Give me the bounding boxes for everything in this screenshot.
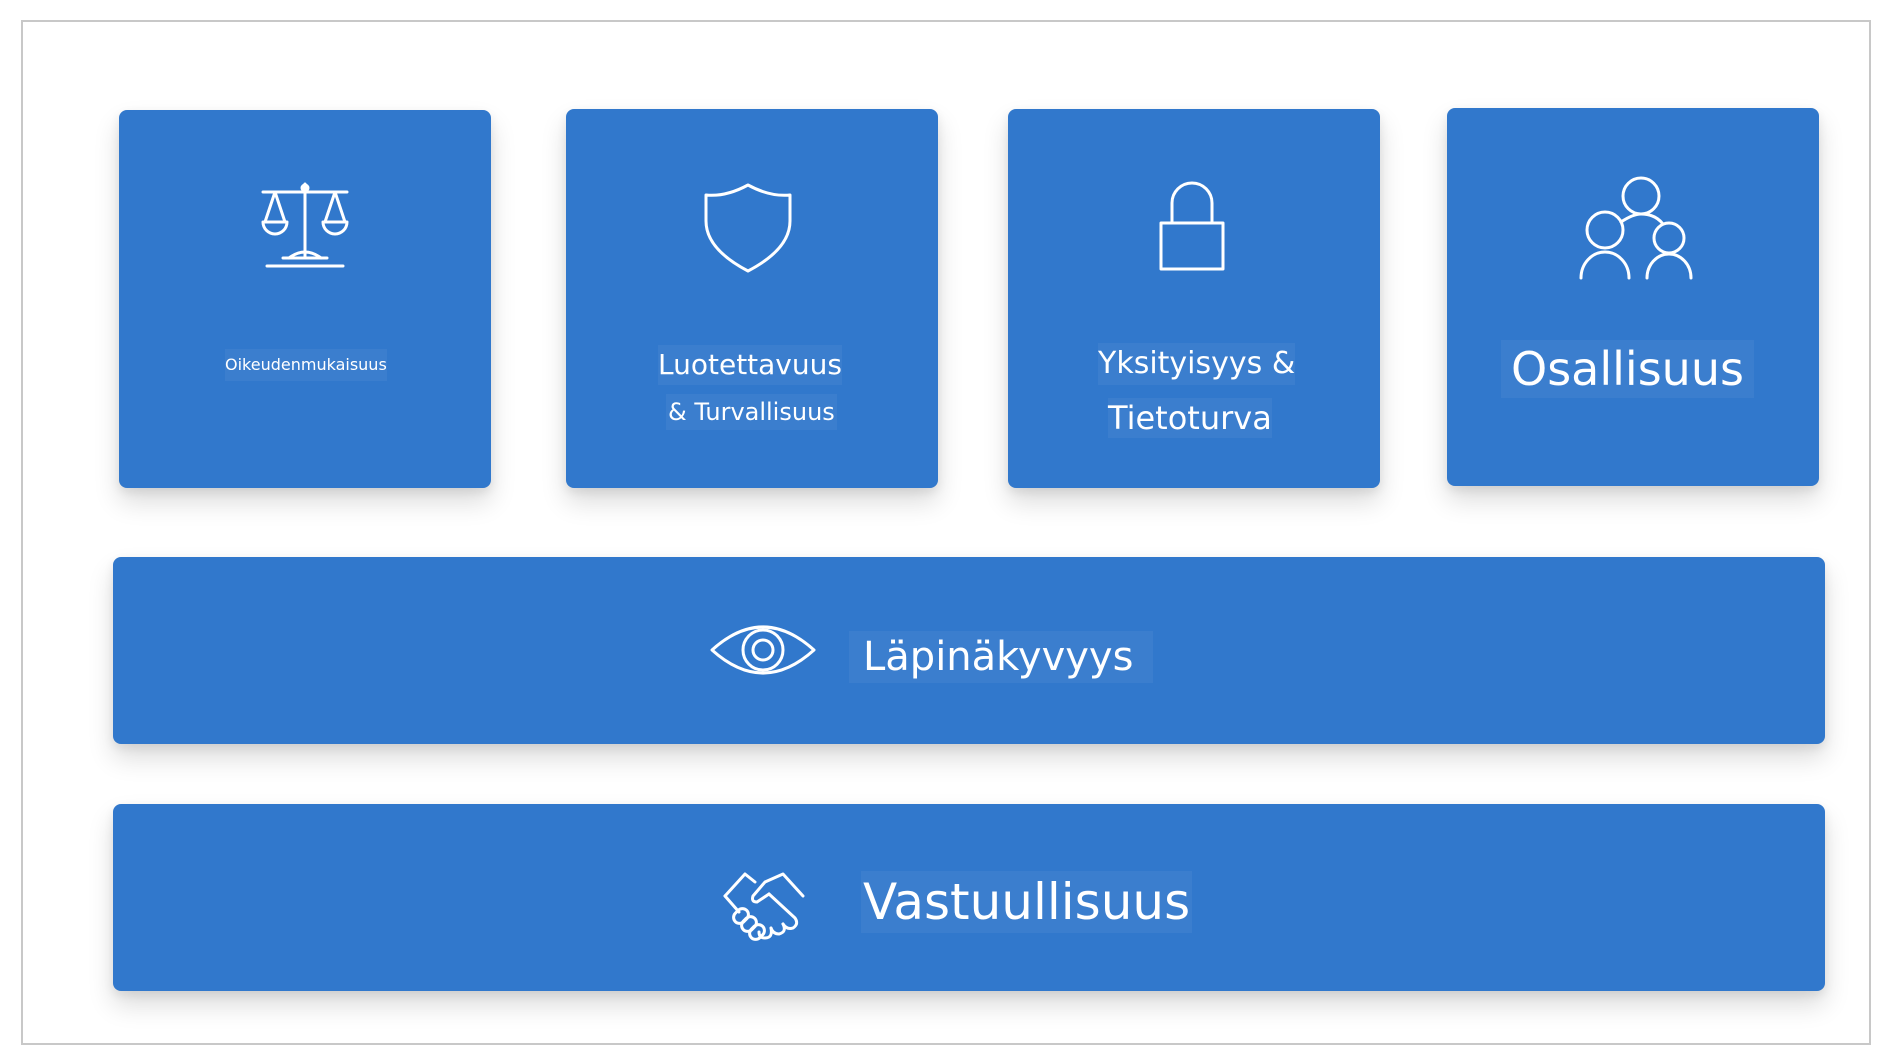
diagram-frame: Oikeudenmukaisuus Luotettavuus & Turvall… [21,20,1871,1045]
handshake-icon [721,866,807,946]
inclusiveness-label: Osallisuus [1501,340,1754,398]
tile-reliability-safety: Luotettavuus & Turvallisuus [566,109,938,488]
fairness-label: Oikeudenmukaisuus [225,349,387,381]
scales-of-justice-icon [259,180,351,272]
tile-fairness: Oikeudenmukaisuus [119,110,491,488]
privacy-label: Yksityisyys & [1098,343,1296,385]
reliability-label: Luotettavuus [658,345,842,385]
tile-transparency: Läpinäkyvyys [113,557,1825,744]
accountability-label: Vastuullisuus [861,871,1193,933]
people-group-icon [1577,174,1695,280]
tile-privacy-security: Yksityisyys & Tietoturva [1008,109,1380,488]
shield-icon [702,181,794,273]
transparency-label: Läpinäkyvyys [849,631,1154,683]
eye-icon [709,618,817,682]
tile-accountability: Vastuullisuus [113,804,1825,991]
security-label: Tietoturva [1108,398,1272,438]
tile-inclusiveness: Osallisuus [1447,108,1819,486]
padlock-icon [1158,179,1226,271]
safety-label: & Turvallisuus [666,394,837,430]
